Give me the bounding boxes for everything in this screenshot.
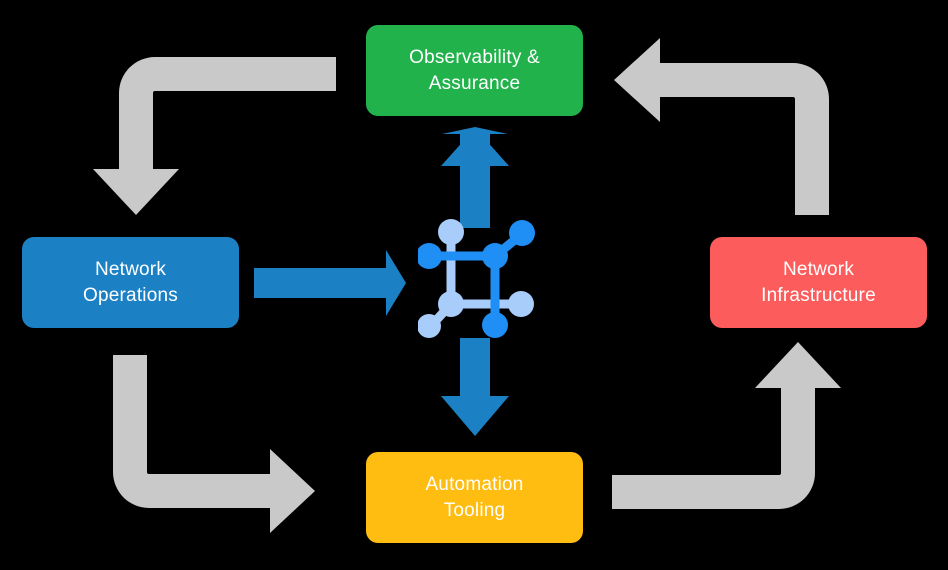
node-observability-assurance[interactable]: Observability & Assurance xyxy=(366,25,583,116)
node-network-infrastructure[interactable]: Network Infrastructure xyxy=(710,237,927,328)
node-automation-tooling-label: Automation Tooling xyxy=(425,473,524,521)
arrow-automation-to-infrastructure xyxy=(612,342,841,509)
node-observability-label: Observability & Assurance xyxy=(409,46,540,94)
arrow-center-to-observability-head xyxy=(441,128,509,166)
node-network-operations[interactable]: Network Operations xyxy=(22,237,239,328)
arrow-observability-to-operations xyxy=(93,57,336,215)
arrow-center-to-automation-head xyxy=(441,396,509,436)
network-icon-nodes-dark xyxy=(418,220,535,338)
arrow-infrastructure-to-observability xyxy=(614,38,829,215)
node-network-operations-label: Network Operations xyxy=(83,258,178,306)
node-network-infrastructure-label: Network Infrastructure xyxy=(761,258,876,306)
network-icon-nodes-light xyxy=(418,219,534,338)
arrow-operations-to-center xyxy=(254,250,406,316)
arrow-operations-to-automation xyxy=(113,355,315,533)
node-automation-tooling[interactable]: Automation Tooling xyxy=(366,452,583,543)
arrow-center-to-automation-shaft xyxy=(460,338,490,400)
arrow-center-to-observability-shaft xyxy=(460,160,490,228)
network-topology-icon xyxy=(418,219,535,338)
